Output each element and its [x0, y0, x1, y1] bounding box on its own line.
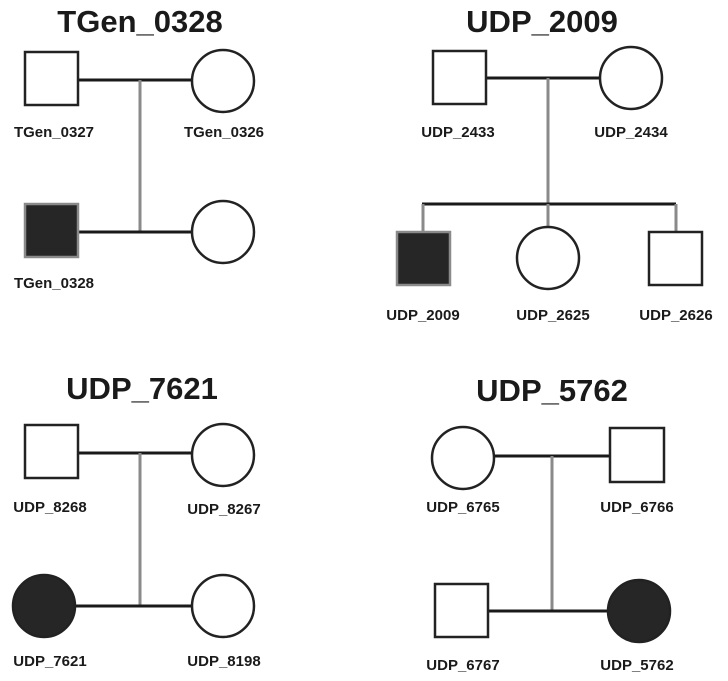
- affected-female-symbol: [606, 578, 672, 644]
- female-symbol: [515, 225, 581, 291]
- female-symbol: [190, 573, 256, 639]
- individual-label: TGen_0326: [184, 124, 264, 141]
- pedigree-title: UDP_2009: [466, 4, 618, 39]
- pedigree-tgen-0328: TGen_0328 TGen_0327 TGen_0326 TGen_0328: [14, 4, 264, 292]
- individual-label: TGen_0328: [14, 275, 94, 292]
- male-symbol: [608, 426, 666, 484]
- individual-label: UDP_2625: [516, 307, 589, 324]
- female-symbol: [190, 48, 256, 114]
- individual-label: UDP_6766: [600, 499, 673, 516]
- male-symbol: [23, 50, 80, 107]
- individual-label: UDP_6767: [426, 657, 499, 674]
- female-symbol: [598, 45, 664, 111]
- female-symbol: [430, 425, 496, 491]
- individual-label: UDP_2433: [421, 124, 494, 141]
- individual-label: UDP_8268: [13, 499, 86, 516]
- affected-male-symbol: [395, 230, 452, 287]
- pedigree-title: UDP_5762: [476, 373, 628, 408]
- male-symbol: [431, 49, 488, 106]
- individual-label: UDP_6765: [426, 499, 499, 516]
- female-symbol: [190, 422, 256, 488]
- pedigree-udp-5762: UDP_5762 UDP_6765 UDP_6766 UDP_6767 UDP_…: [426, 373, 673, 674]
- male-symbol: [647, 230, 704, 287]
- individual-label: UDP_2009: [386, 307, 459, 324]
- individual-label: TGen_0327: [14, 124, 94, 141]
- individual-label: UDP_5762: [600, 657, 673, 674]
- male-symbol: [23, 423, 80, 480]
- affected-male-symbol: [23, 202, 80, 259]
- pedigree-udp-2009: UDP_2009 UDP_2433 UDP_2434 UDP_2009 UDP_…: [386, 4, 712, 324]
- male-symbol: [433, 582, 490, 639]
- individual-label: UDP_8198: [187, 653, 260, 670]
- pedigree-title: TGen_0328: [57, 4, 222, 39]
- female-symbol: [190, 199, 256, 265]
- pedigree-title: UDP_7621: [66, 371, 218, 406]
- individual-label: UDP_8267: [187, 501, 260, 518]
- affected-female-symbol: [11, 573, 77, 639]
- individual-label: UDP_2434: [594, 124, 668, 141]
- individual-label: UDP_7621: [13, 653, 86, 670]
- individual-label: UDP_2626: [639, 307, 712, 324]
- pedigree-udp-7621: UDP_7621 UDP_8268 UDP_8267 UDP_7621 UDP_…: [11, 371, 261, 670]
